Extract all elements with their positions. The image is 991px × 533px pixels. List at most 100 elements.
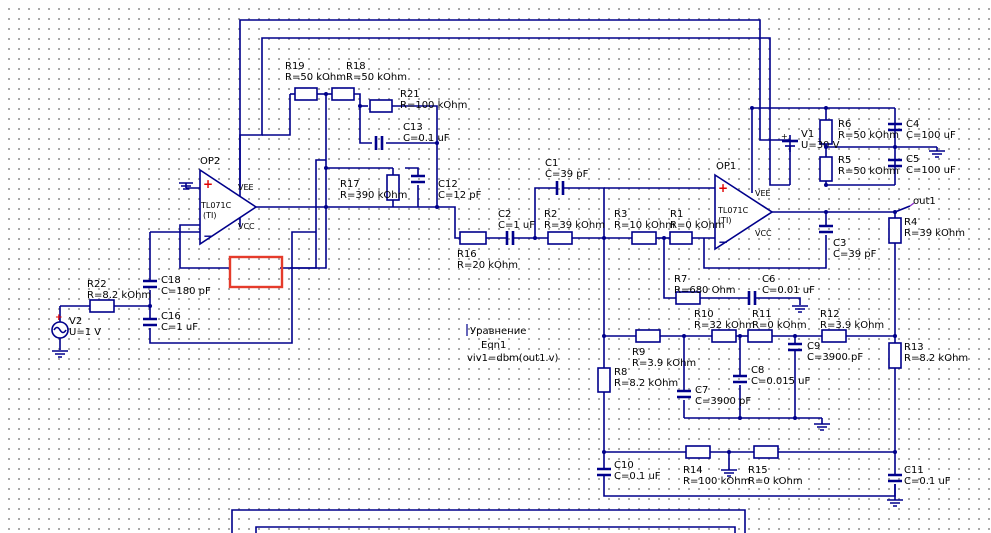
equation-block[interactable]: Уравнение Eqn1 viv1=dbm(out1.v): [466, 324, 559, 364]
ground-op2: [179, 182, 200, 190]
capacitor-c13[interactable]: C13 C=0.1 uF: [374, 122, 450, 150]
resistor-r15[interactable]: R15 R=0 kOhm: [748, 445, 803, 487]
resistor-r16[interactable]: R16 R=20 kOhm: [457, 231, 518, 271]
svg-text:R12: R12: [820, 309, 840, 320]
svg-text:R=50 kOhm: R=50 kOhm: [838, 166, 899, 177]
svg-text:R5: R5: [838, 155, 851, 166]
svg-text:+: +: [781, 132, 788, 141]
svg-text:R8: R8: [614, 367, 627, 378]
op1-model: TL071C: [717, 206, 749, 215]
svg-text:R14: R14: [683, 465, 703, 476]
capacitor-c7[interactable]: C7 C=3900 pF: [677, 385, 751, 407]
capacitor-c1[interactable]: C1 C=39 pF: [545, 158, 589, 195]
resistor-r8[interactable]: R8 R=8.2 kOhm: [597, 367, 678, 393]
op2-model: TL071C: [200, 201, 232, 210]
svg-text:C2: C2: [498, 209, 511, 220]
svg-text:R=8.2 kOhm: R=8.2 kOhm: [904, 353, 968, 364]
svg-text:C18: C18: [161, 275, 181, 286]
resistor-r19[interactable]: R19 R=50 kOhm: [285, 61, 346, 101]
opamp-op1[interactable]: + − TL071C (TI) VEE VCC OP1: [714, 161, 774, 251]
junction-dots: [148, 92, 897, 454]
svg-text:R=39 kOhm: R=39 kOhm: [904, 228, 965, 239]
ground-v2: [52, 350, 68, 358]
svg-text:R13: R13: [904, 342, 924, 353]
opamp-op2[interactable]: + − TL071C (TI) VEE VCC OP2: [199, 156, 258, 246]
svg-text:R21: R21: [400, 89, 420, 100]
svg-text:C=100 uF: C=100 uF: [906, 165, 956, 176]
capacitor-c10[interactable]: C10 C=0.1 uF: [597, 460, 661, 482]
svg-text:C3: C3: [833, 238, 846, 249]
capacitor-c16[interactable]: C16 C=1 uF: [143, 311, 198, 333]
svg-text:C=0.015 uF: C=0.015 uF: [751, 376, 811, 387]
op2-maker: (TI): [203, 211, 217, 220]
output-label-out1[interactable]: out1: [909, 196, 936, 207]
svg-text:C=180 pF: C=180 pF: [161, 286, 211, 297]
svg-text:C=1 uF: C=1 uF: [498, 220, 535, 231]
ground-c6: [792, 305, 808, 313]
svg-text:R=50 kOhm: R=50 kOhm: [838, 130, 899, 141]
svg-text:C13: C13: [403, 122, 423, 133]
resistor-r5[interactable]: R5 R=50 kOhm: [819, 155, 899, 182]
capacitor-c18[interactable]: C18 C=180 pF: [143, 275, 211, 297]
resistor-r4[interactable]: R4 R=39 kOhm: [888, 217, 965, 244]
svg-text:R=0 kOhm: R=0 kOhm: [670, 220, 725, 231]
resistor-r18[interactable]: R18 R=50 kOhm: [331, 61, 407, 101]
resistor-r12[interactable]: R12 R=3.9 kOhm: [820, 309, 884, 343]
op1-name: OP1: [716, 161, 736, 172]
svg-text:R15: R15: [748, 465, 768, 476]
svg-text:C1: C1: [545, 158, 558, 169]
voltage-source-v1[interactable]: + V1 U=30 V: [781, 129, 840, 152]
svg-text:R6: R6: [838, 119, 851, 130]
resistor-r7[interactable]: R7 R=680 Ohm: [674, 274, 736, 305]
ground-r15: [721, 469, 737, 477]
svg-text:R=10 kOhm: R=10 kOhm: [614, 220, 675, 231]
voltage-source-v2[interactable]: + V2 U=1 V: [51, 313, 101, 339]
resistor-r3[interactable]: R3 R=10 kOhm: [614, 209, 675, 245]
capacitor-c3[interactable]: C3 C=39 pF: [819, 224, 877, 260]
capacitor-c4[interactable]: C4 C=100 uF: [888, 119, 956, 141]
capacitor-c11[interactable]: C11 C=0.1 uF: [888, 465, 951, 487]
svg-text:out1: out1: [913, 196, 936, 207]
capacitor-c12[interactable]: C12 C=12 pF: [411, 174, 482, 201]
svg-text:R1: R1: [670, 209, 683, 220]
selection-highlight[interactable]: [228, 255, 284, 289]
resistor-r13[interactable]: R13 R=8.2 kOhm: [888, 342, 968, 369]
svg-text:R=8.2 kOhm: R=8.2 kOhm: [614, 378, 678, 389]
svg-text:R18: R18: [346, 61, 366, 72]
equation-expression: viv1=dbm(out1.v): [467, 353, 559, 364]
svg-text:R=680 Ohm: R=680 Ohm: [674, 285, 736, 296]
svg-text:R=50 kOhm: R=50 kOhm: [285, 72, 346, 83]
capacitor-c2[interactable]: C2 C=1 uF: [498, 209, 535, 245]
svg-text:C=3900 pF: C=3900 pF: [695, 396, 751, 407]
resistor-r21[interactable]: R21 R=100 kOhm: [369, 89, 467, 113]
equation-name: Eqn1: [481, 340, 506, 351]
svg-text:U=1 V: U=1 V: [69, 327, 101, 338]
svg-text:+: +: [55, 313, 63, 323]
svg-text:C=0.1 uF: C=0.1 uF: [904, 476, 951, 487]
svg-text:R17: R17: [340, 179, 360, 190]
resistor-r1[interactable]: R1 R=0 kOhm: [669, 209, 725, 245]
resistor-r6[interactable]: R6 R=50 kOhm: [819, 119, 899, 145]
op2-vee-pin: VEE: [238, 183, 254, 192]
resistor-r2[interactable]: R2 R=39 kOhm: [544, 209, 605, 245]
op1-vcc-pin: VCC: [755, 229, 772, 238]
capacitor-c6[interactable]: C6 C=0.01 uF: [747, 274, 815, 305]
capacitor-c9[interactable]: C9 C=3900 pF: [788, 341, 863, 363]
resistor-r10[interactable]: R10 R=32 kOhm: [694, 309, 755, 343]
svg-text:C=3900 pF: C=3900 pF: [807, 352, 863, 363]
capacitor-c5[interactable]: C5 C=100 uF: [888, 154, 956, 176]
resistor-r9[interactable]: R9 R=3.9 kOhm: [632, 329, 696, 369]
resistor-r11[interactable]: R11 R=0 kOhm: [747, 309, 807, 343]
svg-text:R7: R7: [674, 274, 687, 285]
svg-text:R22: R22: [87, 279, 107, 290]
capacitor-c8[interactable]: C8 C=0.015 uF: [733, 365, 811, 387]
resistor-r14[interactable]: R14 R=100 kOhm: [683, 445, 750, 487]
resistor-r22[interactable]: R22 R=8.2 kOhm: [87, 279, 151, 313]
svg-text:R4: R4: [904, 217, 917, 228]
svg-text:C8: C8: [751, 365, 764, 376]
resistor-r17[interactable]: R17 R=390 kOhm: [340, 174, 407, 201]
op1-maker: (TI): [718, 216, 732, 225]
op2-vcc-pin: VCC: [238, 222, 255, 231]
svg-text:R9: R9: [632, 347, 645, 358]
